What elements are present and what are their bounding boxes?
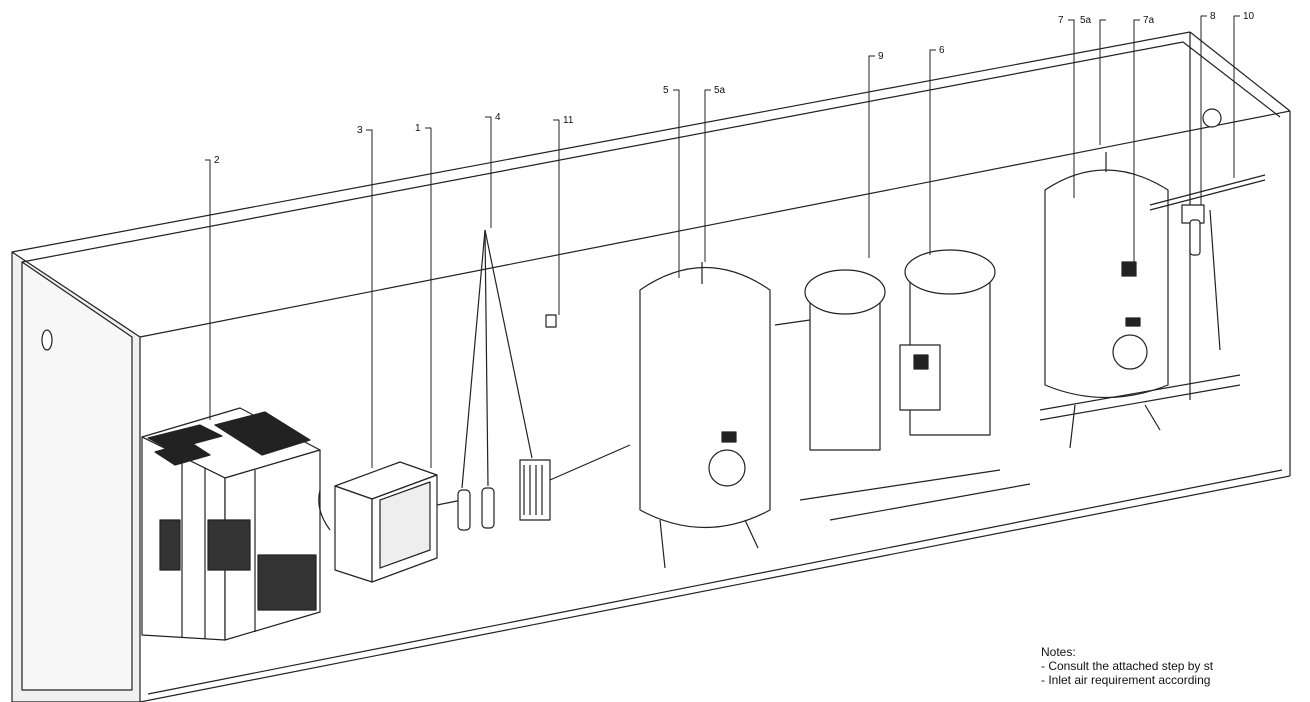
notes-block: Notes: - Consult the attached step by st… [1041, 645, 1213, 687]
notes-line-2: - Inlet air requirement according [1041, 673, 1211, 687]
line-filters [457, 229, 631, 531]
compressor [141, 407, 321, 641]
callout-5a-left: 5a [714, 85, 726, 96]
callout-6: 6 [939, 45, 945, 56]
nitrogen-receiver-tank [1039, 152, 1241, 449]
outlet-filter-and-pipe [1149, 108, 1266, 351]
callout-7: 7 [1058, 15, 1064, 26]
notes-line-1: - Consult the attached step by st [1041, 659, 1214, 673]
nitrogen-generator [774, 249, 1031, 521]
callout-8: 8 [1210, 11, 1216, 22]
callout-leaders [205, 15, 1240, 468]
callout-labels: 2 3 1 4 11 5 5a 9 6 7 5a 7a 8 10 [214, 11, 1255, 166]
callout-9: 9 [878, 51, 884, 62]
callout-11: 11 [563, 115, 574, 126]
callout-5: 5 [663, 85, 669, 96]
callout-2: 2 [214, 155, 220, 166]
callout-7a: 7a [1143, 15, 1155, 26]
container-room [11, 31, 1291, 702]
notes-title: Notes: [1041, 645, 1076, 659]
callout-5a-right: 5a [1080, 15, 1092, 26]
callout-1: 1 [415, 123, 421, 134]
refrigeration-dryer [318, 461, 463, 583]
callout-4: 4 [495, 112, 501, 123]
air-receiver-tank [639, 262, 771, 569]
callout-10: 10 [1243, 11, 1255, 22]
callout-3: 3 [357, 125, 363, 136]
